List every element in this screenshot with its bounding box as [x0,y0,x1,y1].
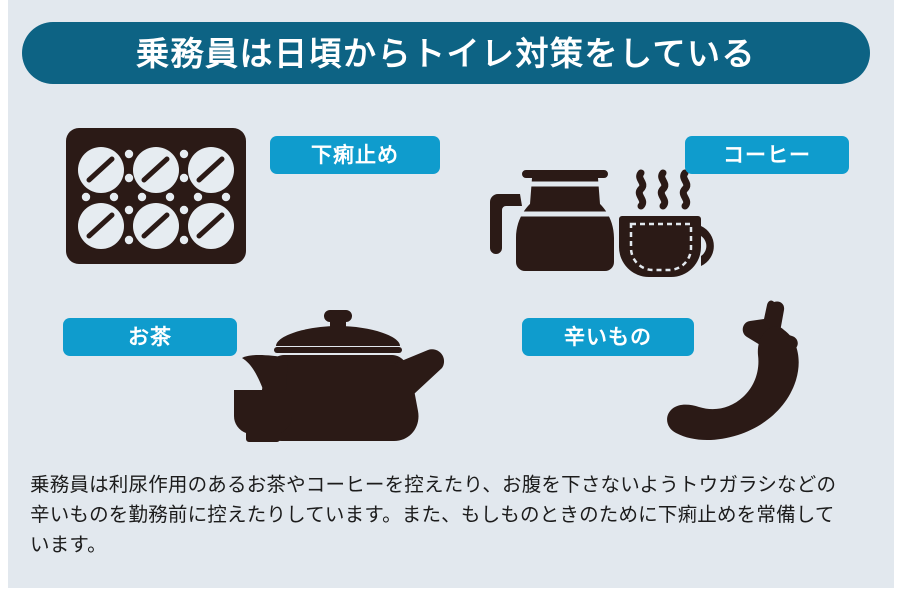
label-badge-antidiarrheal: 下痢止め [270,136,440,174]
caption-line-2: 辛いものを勤務前に控えたりしています。また、もしものときのために下痢止めを常備し… [30,504,835,526]
caption-line-3: います。 [30,534,107,556]
japanese-teapot-and-cup-icon [226,306,450,453]
label-badge-tea: お茶 [63,318,237,356]
coffee-carafe-and-cup-icon [490,158,720,288]
title-banner: 乗務員は日頃からトイレ対策をしている [22,22,870,84]
label-badge-coffee: コーヒー [685,136,849,174]
chili-pepper-icon [656,296,824,457]
badge-label: お茶 [128,325,172,349]
badge-label: コーヒー [723,143,811,167]
pill-blister-pack-icon [66,128,246,269]
infographic-page: 乗務員は日頃からトイレ対策をしている [8,0,894,588]
caption-block: 乗務員は利尿作用のあるお茶やコーヒーを控えたり、お腹を下さないようトウガラシなど… [30,470,882,560]
caption-line-1: 乗務員は利尿作用のあるお茶やコーヒーを控えたり、お腹を下さないようトウガラシなど… [30,474,837,496]
page-title: 乗務員は日頃からトイレ対策をしている [135,34,756,72]
label-badge-spicy-food: 辛いもの [522,318,694,356]
badge-label: 下痢止め [311,143,399,167]
badge-label: 辛いもの [564,325,652,349]
